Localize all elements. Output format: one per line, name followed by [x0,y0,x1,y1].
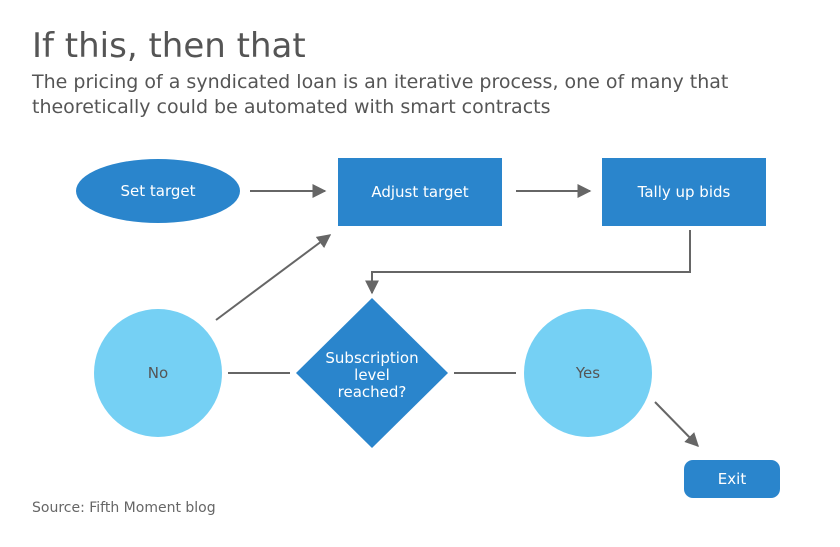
chart-title: If this, then that [32,26,306,66]
exit-node: Exit [684,460,780,498]
set-target-node: Set target [76,159,240,223]
tally-bids-label: Tally up bids [637,183,731,201]
adjust-target-label: Adjust target [371,183,468,201]
decision-label-line2: level [354,366,390,384]
decision-node: Subscription level reached? [296,298,448,448]
exit-label: Exit [718,470,747,488]
tally-bids-node: Tally up bids [602,158,766,226]
yes-node: Yes [524,309,652,437]
yes-label: Yes [575,364,600,382]
no-label: No [148,364,168,382]
arrow-no-to-adjust [215,234,332,321]
arrow-yes-to-exit [654,401,699,448]
chart-subtitle: The pricing of a syndicated loan is an i… [32,71,729,118]
arrow-tally-to-decision [365,230,691,295]
decision-label-line1: Subscription [325,349,418,367]
source-note: Source: Fifth Moment blog [32,500,216,516]
adjust-target-node: Adjust target [338,158,502,226]
decision-label-line3: reached? [338,383,407,401]
set-target-label: Set target [120,182,195,200]
no-node: No [94,309,222,437]
